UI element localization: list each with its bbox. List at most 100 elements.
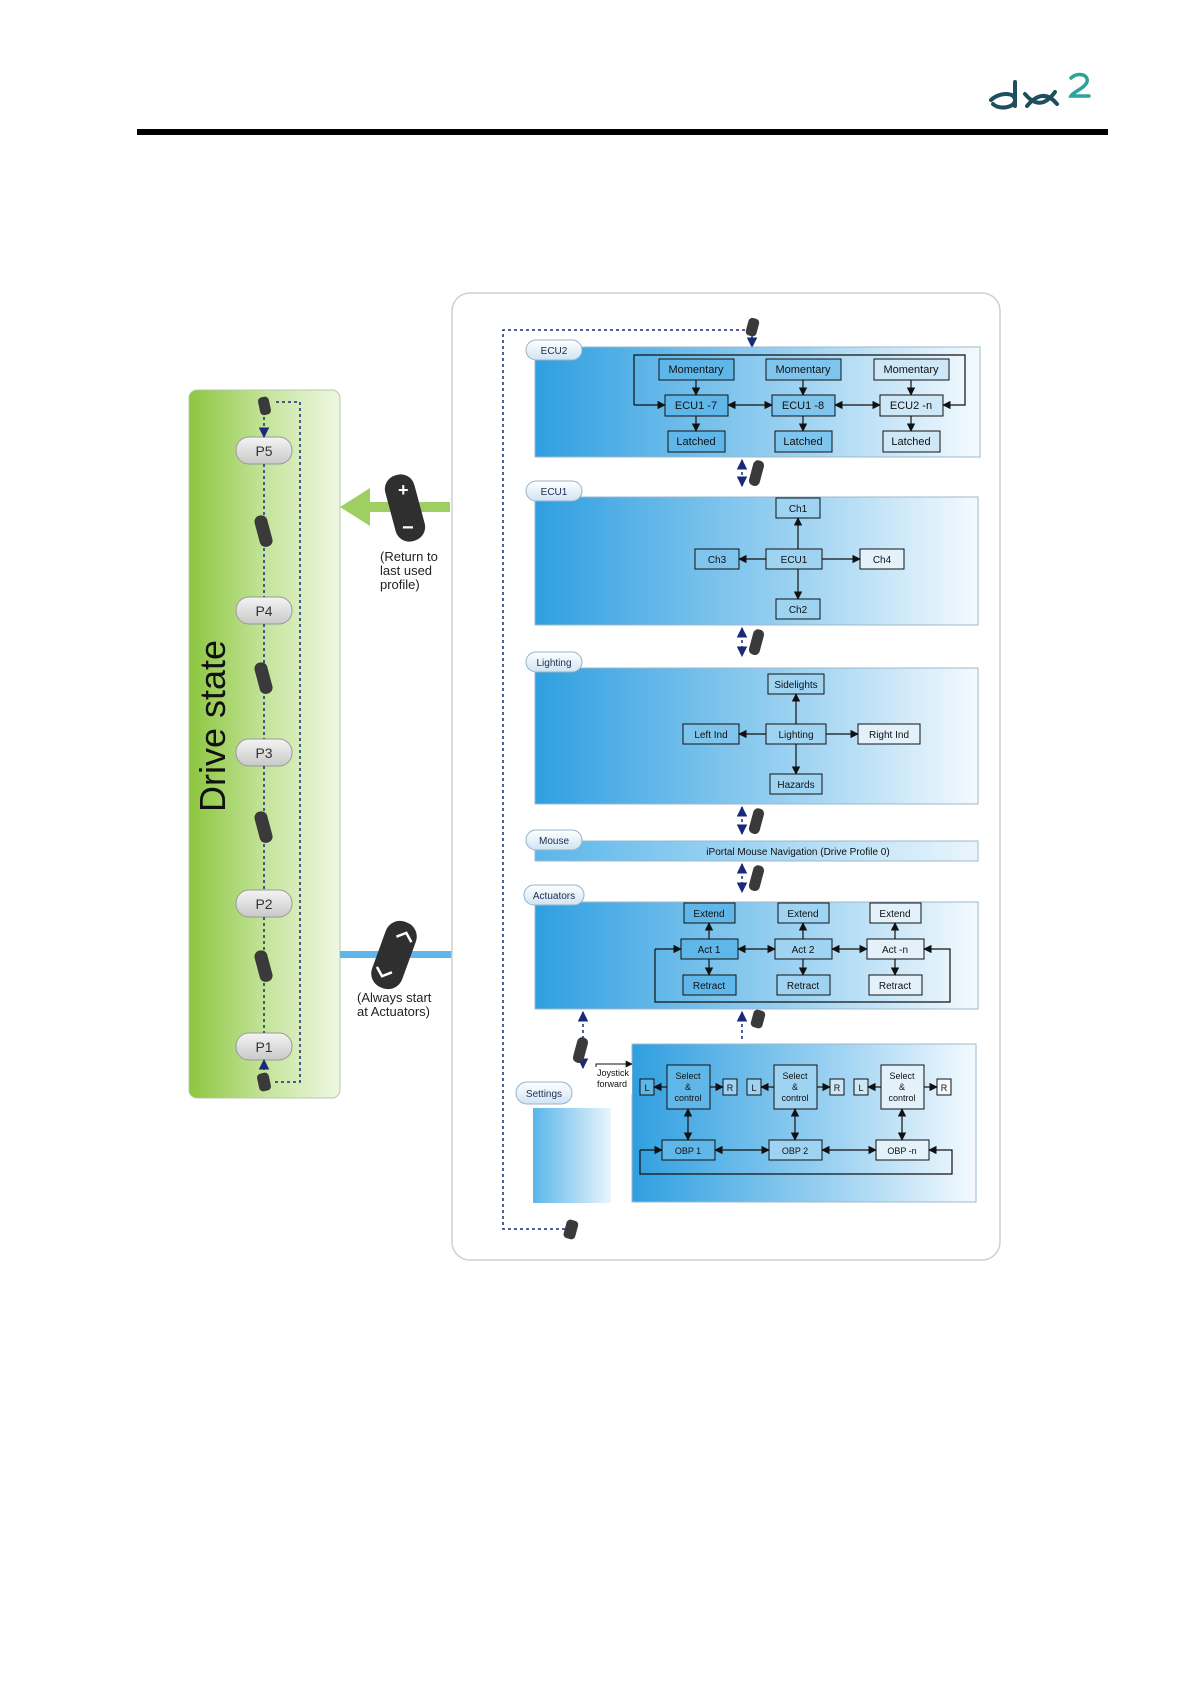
svg-text:R: R bbox=[941, 1083, 948, 1093]
svg-text:OBP 1: OBP 1 bbox=[675, 1146, 701, 1156]
svg-text:Right Ind: Right Ind bbox=[869, 730, 909, 741]
actuator-node-3[interactable]: Act -n bbox=[866, 938, 925, 960]
ecu2-tab[interactable]: ECU2 bbox=[525, 339, 583, 361]
ecu2-momentary-2[interactable]: Momentary bbox=[765, 358, 842, 381]
svg-text:Lighting: Lighting bbox=[778, 730, 813, 741]
svg-text:L: L bbox=[751, 1083, 756, 1093]
ecu2-latched-2[interactable]: Latched bbox=[774, 430, 833, 453]
settings-select-control-3[interactable]: Select & control bbox=[880, 1064, 925, 1110]
mouse-tab[interactable]: Mouse bbox=[525, 829, 583, 851]
svg-text:forward: forward bbox=[597, 1079, 627, 1089]
profile-pill-p3[interactable]: P3 bbox=[235, 738, 293, 767]
lighting-left-node[interactable]: Left Ind bbox=[682, 723, 740, 745]
settings-right-key-1[interactable]: R bbox=[722, 1078, 738, 1096]
obp-node-2[interactable]: OBP 2 bbox=[768, 1139, 823, 1161]
settings-connectors bbox=[639, 1082, 953, 1175]
svg-text:control: control bbox=[674, 1093, 701, 1103]
ecu2-latched-1[interactable]: Latched bbox=[667, 430, 726, 453]
profile-label: P4 bbox=[255, 603, 272, 619]
obp-node-3[interactable]: OBP -n bbox=[875, 1139, 930, 1161]
ecu2-node-2[interactable]: ECU1 -8 bbox=[771, 394, 836, 417]
svg-text:control: control bbox=[888, 1093, 915, 1103]
actuator-retract-1[interactable]: Retract bbox=[682, 974, 737, 996]
mouse-section: Mouse iPortal Mouse Navigation (Drive Pr… bbox=[525, 829, 979, 862]
svg-text:ECU1: ECU1 bbox=[781, 555, 808, 566]
ecu1-tab[interactable]: ECU1 bbox=[525, 480, 583, 502]
settings-select-control-2[interactable]: Select & control bbox=[773, 1064, 818, 1110]
svg-text:&: & bbox=[685, 1082, 691, 1092]
ecu1-center-node[interactable]: ECU1 bbox=[765, 548, 823, 570]
actuator-node-1[interactable]: Act 1 bbox=[680, 938, 739, 960]
return-note-line2: last used bbox=[380, 563, 432, 578]
svg-text:Momentary: Momentary bbox=[668, 364, 724, 376]
start-note-line1: (Always start bbox=[357, 990, 432, 1005]
ecu1-right-node[interactable]: Ch4 bbox=[859, 548, 905, 570]
svg-text:Retract: Retract bbox=[693, 981, 725, 992]
settings-right-key-3[interactable]: R bbox=[936, 1078, 952, 1096]
ecu1-connectors bbox=[738, 517, 861, 600]
profile-pill-p5[interactable]: P5 bbox=[235, 436, 293, 465]
large-remote-plus-minus-icon: + − bbox=[384, 474, 426, 542]
profile-pill-p1[interactable]: P1 bbox=[235, 1032, 293, 1061]
ecu1-bottom-node[interactable]: Ch2 bbox=[775, 598, 821, 620]
actuators-section: Actuators Extend Extend Extend Act 1 Act… bbox=[523, 884, 979, 1010]
svg-text:Select: Select bbox=[675, 1071, 701, 1081]
remote-icon-bottom bbox=[563, 1219, 579, 1240]
lighting-center-node[interactable]: Lighting bbox=[765, 723, 827, 745]
ecu1-left-node[interactable]: Ch3 bbox=[694, 548, 740, 570]
svg-text:Act 1: Act 1 bbox=[698, 945, 721, 956]
svg-text:Retract: Retract bbox=[879, 981, 911, 992]
lighting-bottom-node[interactable]: Hazards bbox=[769, 773, 823, 795]
settings-right-key-2[interactable]: R bbox=[829, 1078, 845, 1096]
lighting-top-node[interactable]: Sidelights bbox=[767, 673, 825, 695]
svg-text:Extend: Extend bbox=[787, 909, 818, 920]
profile-pill-p4[interactable]: P4 bbox=[235, 596, 293, 625]
lighting-right-node[interactable]: Right Ind bbox=[857, 723, 921, 745]
actuator-node-2[interactable]: Act 2 bbox=[774, 938, 833, 960]
settings-left-key-1[interactable]: L bbox=[639, 1078, 655, 1096]
svg-text:ECU1 -8: ECU1 -8 bbox=[782, 400, 824, 412]
drive-state-panel: Drive state P5 P4 P3 P2 P1 bbox=[188, 389, 341, 1099]
actuator-extend-3[interactable]: Extend bbox=[869, 902, 922, 924]
drive-state-title: Drive state bbox=[192, 640, 233, 812]
settings-tab[interactable]: Settings bbox=[515, 1081, 573, 1105]
svg-text:R: R bbox=[834, 1083, 841, 1093]
ecu2-momentary-1[interactable]: Momentary bbox=[658, 358, 735, 381]
svg-text:Act 2: Act 2 bbox=[792, 945, 815, 956]
actuators-tab[interactable]: Actuators bbox=[523, 884, 585, 906]
transition-actuators-settings bbox=[572, 1009, 766, 1070]
svg-text:+: + bbox=[398, 480, 409, 500]
svg-text:Momentary: Momentary bbox=[775, 364, 831, 376]
transition-mouse-actuators bbox=[736, 862, 765, 894]
actuator-connectors bbox=[654, 922, 951, 1003]
actuator-retract-3[interactable]: Retract bbox=[868, 974, 923, 996]
header-rule bbox=[137, 129, 1108, 135]
svg-text:OBP 2: OBP 2 bbox=[782, 1146, 808, 1156]
large-remote-chevron-icon bbox=[371, 920, 417, 990]
ecu2-connectors bbox=[633, 354, 966, 432]
actuator-extend-2[interactable]: Extend bbox=[777, 902, 830, 924]
svg-text:Left Ind: Left Ind bbox=[694, 730, 727, 741]
profile-label: P3 bbox=[255, 745, 272, 761]
obp-node-1[interactable]: OBP 1 bbox=[661, 1139, 716, 1161]
actuator-extend-1[interactable]: Extend bbox=[683, 902, 736, 924]
ecu2-node-1[interactable]: ECU1 -7 bbox=[664, 394, 729, 417]
svg-text:&: & bbox=[792, 1082, 798, 1092]
settings-select-control-1[interactable]: Select & control bbox=[666, 1064, 711, 1110]
mouse-navigation-label: iPortal Mouse Navigation (Drive Profile … bbox=[706, 847, 889, 858]
ecu1-top-node[interactable]: Ch1 bbox=[775, 497, 821, 519]
svg-text:control: control bbox=[781, 1093, 808, 1103]
actuator-retract-2[interactable]: Retract bbox=[776, 974, 831, 996]
remote-icon-top bbox=[745, 317, 760, 337]
settings-left-key-2[interactable]: L bbox=[746, 1078, 762, 1096]
lighting-tab[interactable]: Lighting bbox=[525, 651, 583, 673]
settings-left-key-3[interactable]: L bbox=[853, 1078, 869, 1096]
ecu2-node-3[interactable]: ECU2 -n bbox=[879, 394, 944, 417]
svg-text:Latched: Latched bbox=[891, 436, 930, 448]
ecu2-momentary-3[interactable]: Momentary bbox=[873, 358, 950, 381]
ecu2-latched-3[interactable]: Latched bbox=[882, 430, 941, 453]
svg-text:Lighting: Lighting bbox=[536, 658, 571, 669]
profile-pill-p2[interactable]: P2 bbox=[235, 889, 293, 918]
superscript-2-mark bbox=[1068, 72, 1091, 98]
